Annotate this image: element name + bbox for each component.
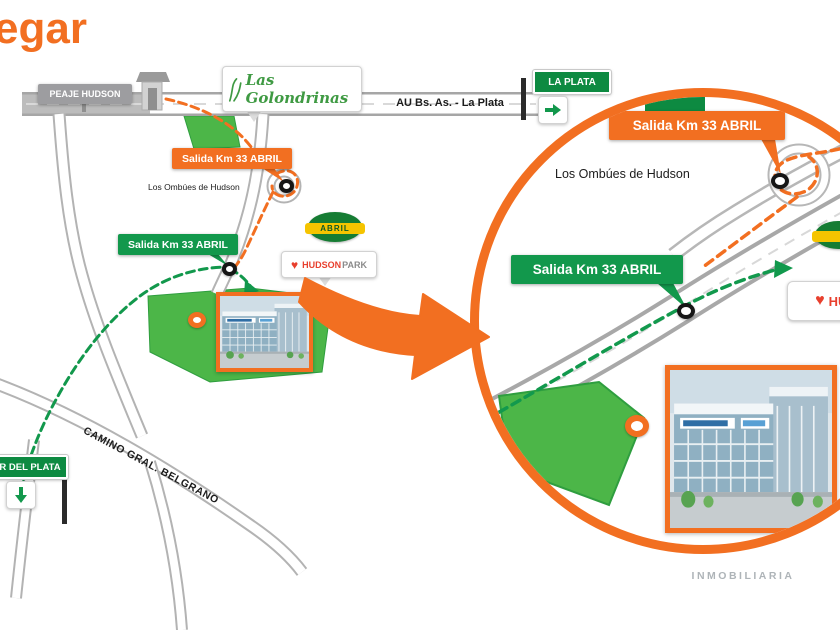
building-photo xyxy=(216,292,313,372)
salida-km33-green-sign: Salida Km 33 ABRIL xyxy=(118,234,238,255)
las-golondrinas-pointer xyxy=(246,110,262,122)
exit-point-marker xyxy=(222,262,237,276)
orange-sign-tail xyxy=(262,168,284,182)
zoom-building-photo xyxy=(665,365,837,533)
zoom-green-arrowhead xyxy=(774,260,793,278)
mar-del-plata-arrow-box xyxy=(6,481,36,509)
zoom-hudson-park-sign-partial: ♥ HUD xyxy=(787,281,840,321)
los-ombues-label: Los Ombúes de Hudson xyxy=(148,182,240,192)
abril-logo-band xyxy=(812,231,840,242)
highway-label: AU Bs. As. - La Plata xyxy=(396,97,504,109)
salida-km33-orange-label: Salida Km 33 ABRIL xyxy=(182,152,282,165)
right-arrow-icon xyxy=(545,104,561,116)
sign-post xyxy=(62,468,67,524)
zoom-green-sign-tail xyxy=(657,283,687,309)
la-plata-sign: LA PLATA xyxy=(533,70,611,94)
green-sign-partial xyxy=(645,97,705,113)
down-arrow-icon xyxy=(15,487,27,503)
page-title: egar xyxy=(0,4,87,53)
las-golondrinas-sign: Las Golondrinas xyxy=(222,66,362,112)
sign-post xyxy=(82,100,86,112)
green-sign-tail xyxy=(208,254,228,266)
zoom-green-area xyxy=(497,380,646,507)
zoom-los-ombues-label: Los Ombúes de Hudson xyxy=(555,167,690,181)
exit-point-marker xyxy=(279,179,294,193)
green-area-small xyxy=(183,115,241,150)
peaje-hudson-label: PEAJE HUDSON xyxy=(49,89,121,99)
zoom-route-orange-dashed xyxy=(701,147,840,269)
abril-logo: ABRIL xyxy=(305,212,365,242)
las-golondrinas-label: Las Golondrinas xyxy=(245,71,349,107)
watermark-text: INMOBILIARIA xyxy=(691,570,795,582)
peaje-hudson-sign: PEAJE HUDSON xyxy=(38,84,132,104)
zoom-orange-sign-tail xyxy=(761,139,781,175)
hudson-park-sign: ♥ HUDSON PARK xyxy=(281,251,377,278)
heart-icon: ♥ xyxy=(815,292,825,309)
hudson-park-label-1: HUDSON xyxy=(302,259,342,270)
abril-logo-partial xyxy=(812,221,840,249)
hudson-park-label-2: PARK xyxy=(342,259,367,270)
heart-icon: ♥ xyxy=(291,257,299,272)
reed-icon xyxy=(228,78,242,102)
abril-logo-label: ABRIL xyxy=(320,223,350,233)
zoom-exit-point-marker xyxy=(771,173,789,189)
salida-km33-orange-sign: Salida Km 33 ABRIL xyxy=(172,148,292,169)
abril-logo-band: ABRIL xyxy=(305,222,365,235)
mar-del-plata-label: R DEL PLATA xyxy=(0,461,61,473)
destination-marker xyxy=(188,312,206,328)
zoom-salida-km33-orange-sign: Salida Km 33 ABRIL xyxy=(609,111,785,140)
la-plata-arrow-box xyxy=(538,96,568,124)
zoom-salida-orange-label: Salida Km 33 ABRIL xyxy=(632,118,762,133)
zoom-salida-km33-green-sign: Salida Km 33 ABRIL xyxy=(511,255,683,284)
sign-post xyxy=(521,78,526,120)
zoom-route-green-dashed xyxy=(479,267,781,426)
salida-km33-green-label: Salida Km 33 ABRIL xyxy=(128,238,228,251)
la-plata-label: LA PLATA xyxy=(548,76,596,88)
zoom-salida-green-label: Salida Km 33 ABRIL xyxy=(532,262,662,277)
zoom-inset-circle: Salida Km 33 ABRIL Los Ombúes de Hudson … xyxy=(470,88,840,554)
zoom-hudson-park-label: HUD xyxy=(828,293,840,309)
zoom-exit-point-marker xyxy=(677,303,695,319)
zoom-destination-marker xyxy=(625,415,649,437)
toll-booth-icon xyxy=(136,72,170,111)
mar-del-plata-sign: R DEL PLATA xyxy=(0,455,68,479)
